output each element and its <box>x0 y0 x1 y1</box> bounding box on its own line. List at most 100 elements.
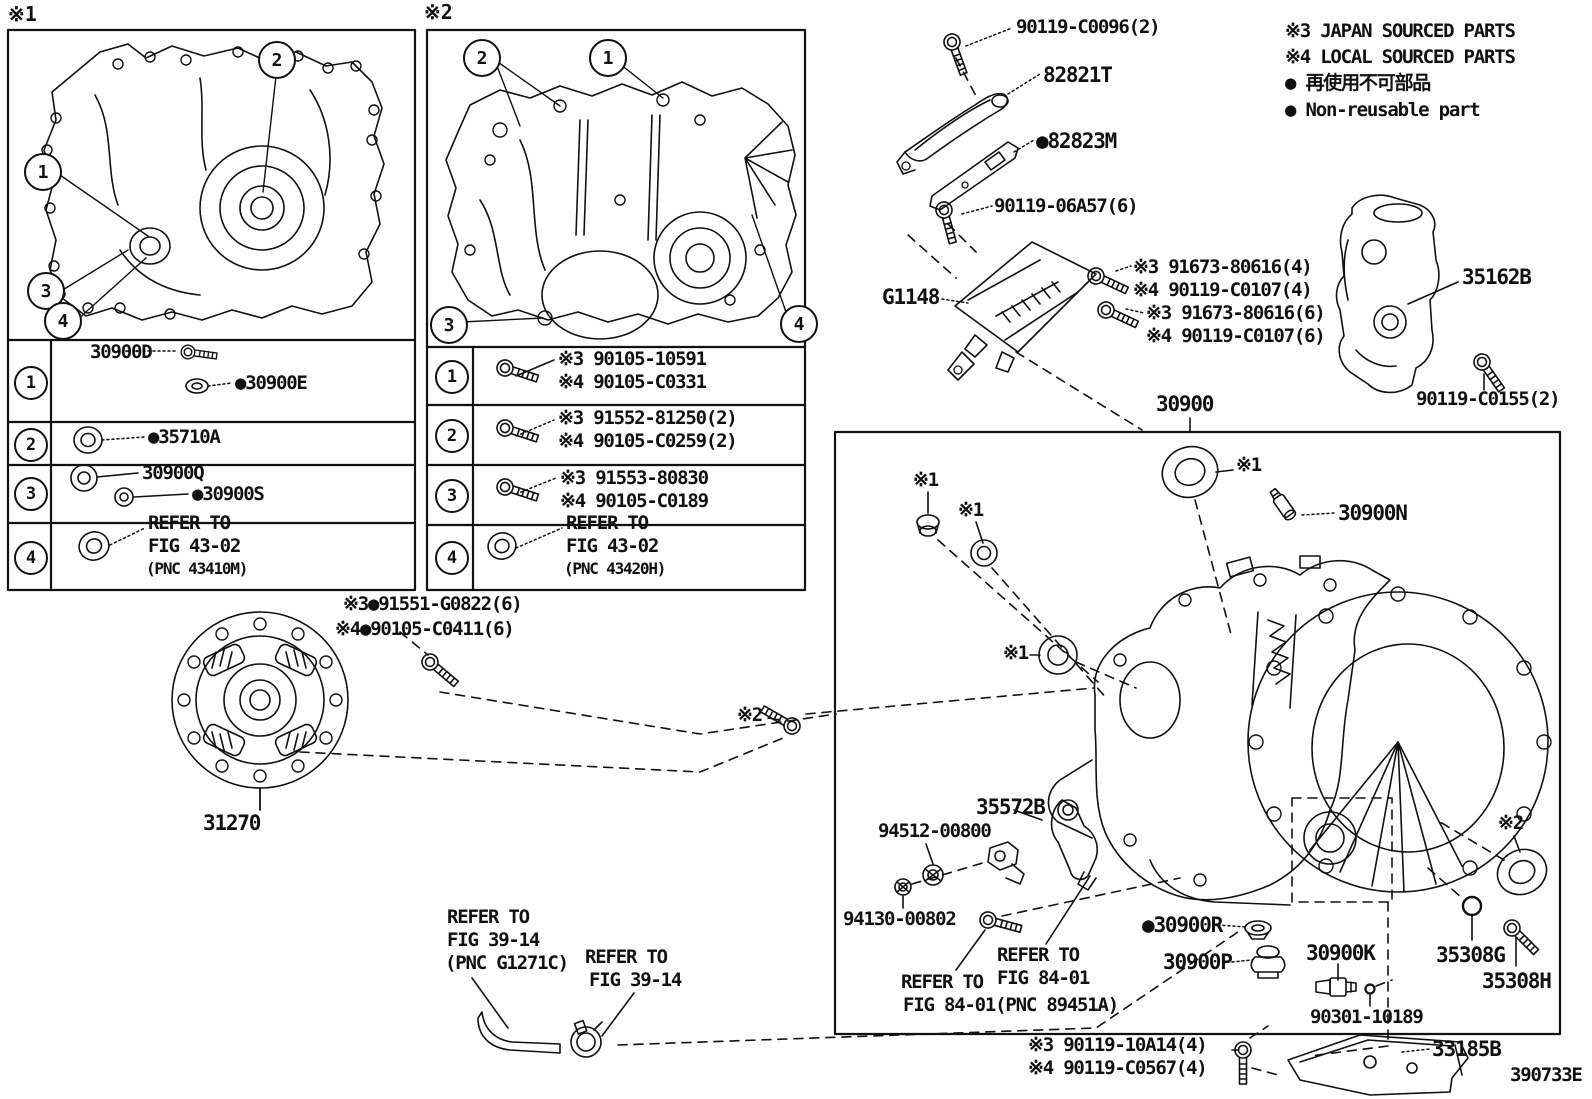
sensor-icon <box>1269 487 1297 521</box>
ref84-left-line2: FIG 84-01(PNC 89451A) <box>903 994 1119 1016</box>
marker-ref1: ※1 <box>913 469 939 491</box>
clutch-bolt-icon <box>417 649 462 691</box>
bolt-icon <box>1499 915 1543 959</box>
hose-ref-left-line2: FIG 39-14 <box>447 929 540 951</box>
bolt-icon <box>1234 1041 1252 1085</box>
sensor-icon <box>1315 977 1357 997</box>
part-label-35572b: 35572B <box>976 795 1046 819</box>
valve-body-art <box>947 241 1097 381</box>
part-label-31270: 31270 <box>203 811 261 835</box>
fig2-callout-2: 2 <box>463 39 501 77</box>
leader-lines <box>101 27 1431 1053</box>
fig2-refer-line1: REFER TO <box>566 512 649 534</box>
figure-frames <box>6 28 1562 1036</box>
fig1-callout-4: 4 <box>44 302 82 340</box>
part-label-91552-81250: ※3 91552-81250(2) <box>558 407 738 429</box>
part-label-94512-00800: 94512-00800 <box>878 820 992 842</box>
legend-japan-sourced: ※3 JAPAN SOURCED PARTS <box>1285 20 1516 42</box>
part-label-30900: 30900 <box>1156 392 1214 416</box>
part-label-91673-80616-4: ※3 91673-80616(4) <box>1133 256 1313 278</box>
plate-82823m-art <box>929 141 1019 211</box>
fig2-refer-line2: FIG 43-02 <box>566 535 659 557</box>
part-label-30900q: 30900Q <box>142 462 205 484</box>
bolt-icon <box>940 30 972 78</box>
part-label-90105-c0259: ※4 90105-C0259(2) <box>558 430 738 452</box>
part-label-90105-c0411: ※4●90105-C0411(6) <box>335 618 515 640</box>
ref84-right-line2: FIG 84-01 <box>997 967 1090 989</box>
fig2-row-icons <box>487 357 541 560</box>
bolt-icon <box>977 909 1024 938</box>
marker-ref2: ※2 <box>1498 812 1524 834</box>
hose-ref-left-pnc: (PNC G1271C) <box>445 952 569 974</box>
part-label-91673-80616-6: ※3 91673-80616(6) <box>1146 302 1326 324</box>
part-label-90119-c0107-6: ※4 90119-C0107(6) <box>1146 325 1326 347</box>
marker-ref1: ※1 <box>1236 454 1262 476</box>
fig1-refer-pnc: (PNC 43410M) <box>146 559 248 578</box>
marker-ref2: ※2 <box>737 704 763 726</box>
fig2-row4-num: 4 <box>435 541 469 575</box>
part-label-90119-06a57: 90119-06A57(6) <box>994 195 1139 217</box>
fig2-callout-4: 4 <box>780 305 818 343</box>
bracket-33185b-art <box>1287 1034 1469 1096</box>
dashed-connectors <box>299 57 1505 1077</box>
part-label-90119-10a14: ※3 90119-10A14(4) <box>1028 1034 1208 1056</box>
ref84-right-line1: REFER TO <box>997 944 1080 966</box>
legend-nonreusable-en: ● Non-reusable part <box>1285 99 1481 121</box>
fig1-refer-line1: REFER TO <box>148 512 231 534</box>
part-label-g1148: G1148 <box>882 285 940 309</box>
marker-ref1: ※1 <box>1003 642 1029 664</box>
part-label-30900k: 30900K <box>1306 941 1376 965</box>
bracket-82821t-art <box>896 92 1009 175</box>
hose-ref-right-line1: REFER TO <box>585 946 668 968</box>
part-label-30900p: 30900P <box>1163 950 1233 974</box>
fig2-row2-num: 2 <box>435 419 469 453</box>
seal-ring-icon <box>970 539 998 567</box>
part-label-35308h: 35308H <box>1482 969 1552 993</box>
fig2-row3-num: 3 <box>435 479 469 513</box>
fig2-refer-pnc: (PNC 43420H) <box>564 559 666 578</box>
part-label-94130-00802: 94130-00802 <box>843 908 957 930</box>
fig2-callout-3: 3 <box>430 306 468 344</box>
bolt-icon <box>1084 264 1131 299</box>
legend-local-sourced: ※4 LOCAL SOURCED PARTS <box>1285 46 1516 68</box>
transaxle-art <box>1047 555 1552 906</box>
bolt-icon <box>1094 298 1141 333</box>
seal-ring-icon <box>1496 848 1548 896</box>
part-label-30900d: 30900D <box>90 341 153 363</box>
fig2-tag: ※2 <box>424 0 453 24</box>
fig1-row3-num: 3 <box>14 477 48 511</box>
oring-icon <box>1461 895 1483 917</box>
fig1-row1-num: 1 <box>14 366 48 400</box>
plug-icon <box>916 514 940 537</box>
ref84-left-line1: REFER TO <box>901 971 984 993</box>
figure-code: 390733E <box>1510 1064 1583 1086</box>
fig1-callout-2: 2 <box>258 41 296 79</box>
oring-icon <box>1364 983 1376 995</box>
cover-35162b-art <box>1335 194 1440 394</box>
part-label-35162b: 35162B <box>1462 265 1532 289</box>
part-label-30900s: ●30900S <box>192 483 265 505</box>
fig1-row4-num: 4 <box>14 541 48 575</box>
engine-front-art <box>41 43 385 321</box>
fig1-row2-num: 2 <box>14 428 48 462</box>
hose-ref-right-line2: FIG 39-14 <box>589 969 682 991</box>
fig2-callout-1: 1 <box>589 39 627 77</box>
part-label-90119-c0107-4: ※4 90119-C0107(4) <box>1133 279 1313 301</box>
fig2-row1-num: 1 <box>435 360 469 394</box>
part-label-30900e: ●30900E <box>235 372 308 394</box>
part-label-30900n: 30900N <box>1338 501 1408 525</box>
fig1-row-icons <box>70 343 219 561</box>
fig1-tag: ※1 <box>8 2 37 26</box>
part-label-90119-c0155: 90119-C0155(2) <box>1416 388 1561 410</box>
part-label-33185b: 33185B <box>1432 1037 1502 1061</box>
part-label-90105-c0331: ※4 90105-C0331 <box>558 371 707 393</box>
part-label-30900r: ●30900R <box>1142 913 1223 937</box>
seal-ring-icon <box>1038 635 1078 675</box>
bolt-icon <box>933 199 962 246</box>
part-label-35308g: 35308G <box>1436 943 1506 967</box>
part-label-82823m: ●82823M <box>1036 129 1117 153</box>
part-label-90119-c0096: 90119-C0096(2) <box>1016 16 1161 38</box>
plug-icon <box>1244 920 1272 940</box>
part-label-90301-10189: 90301-10189 <box>1310 1006 1424 1028</box>
